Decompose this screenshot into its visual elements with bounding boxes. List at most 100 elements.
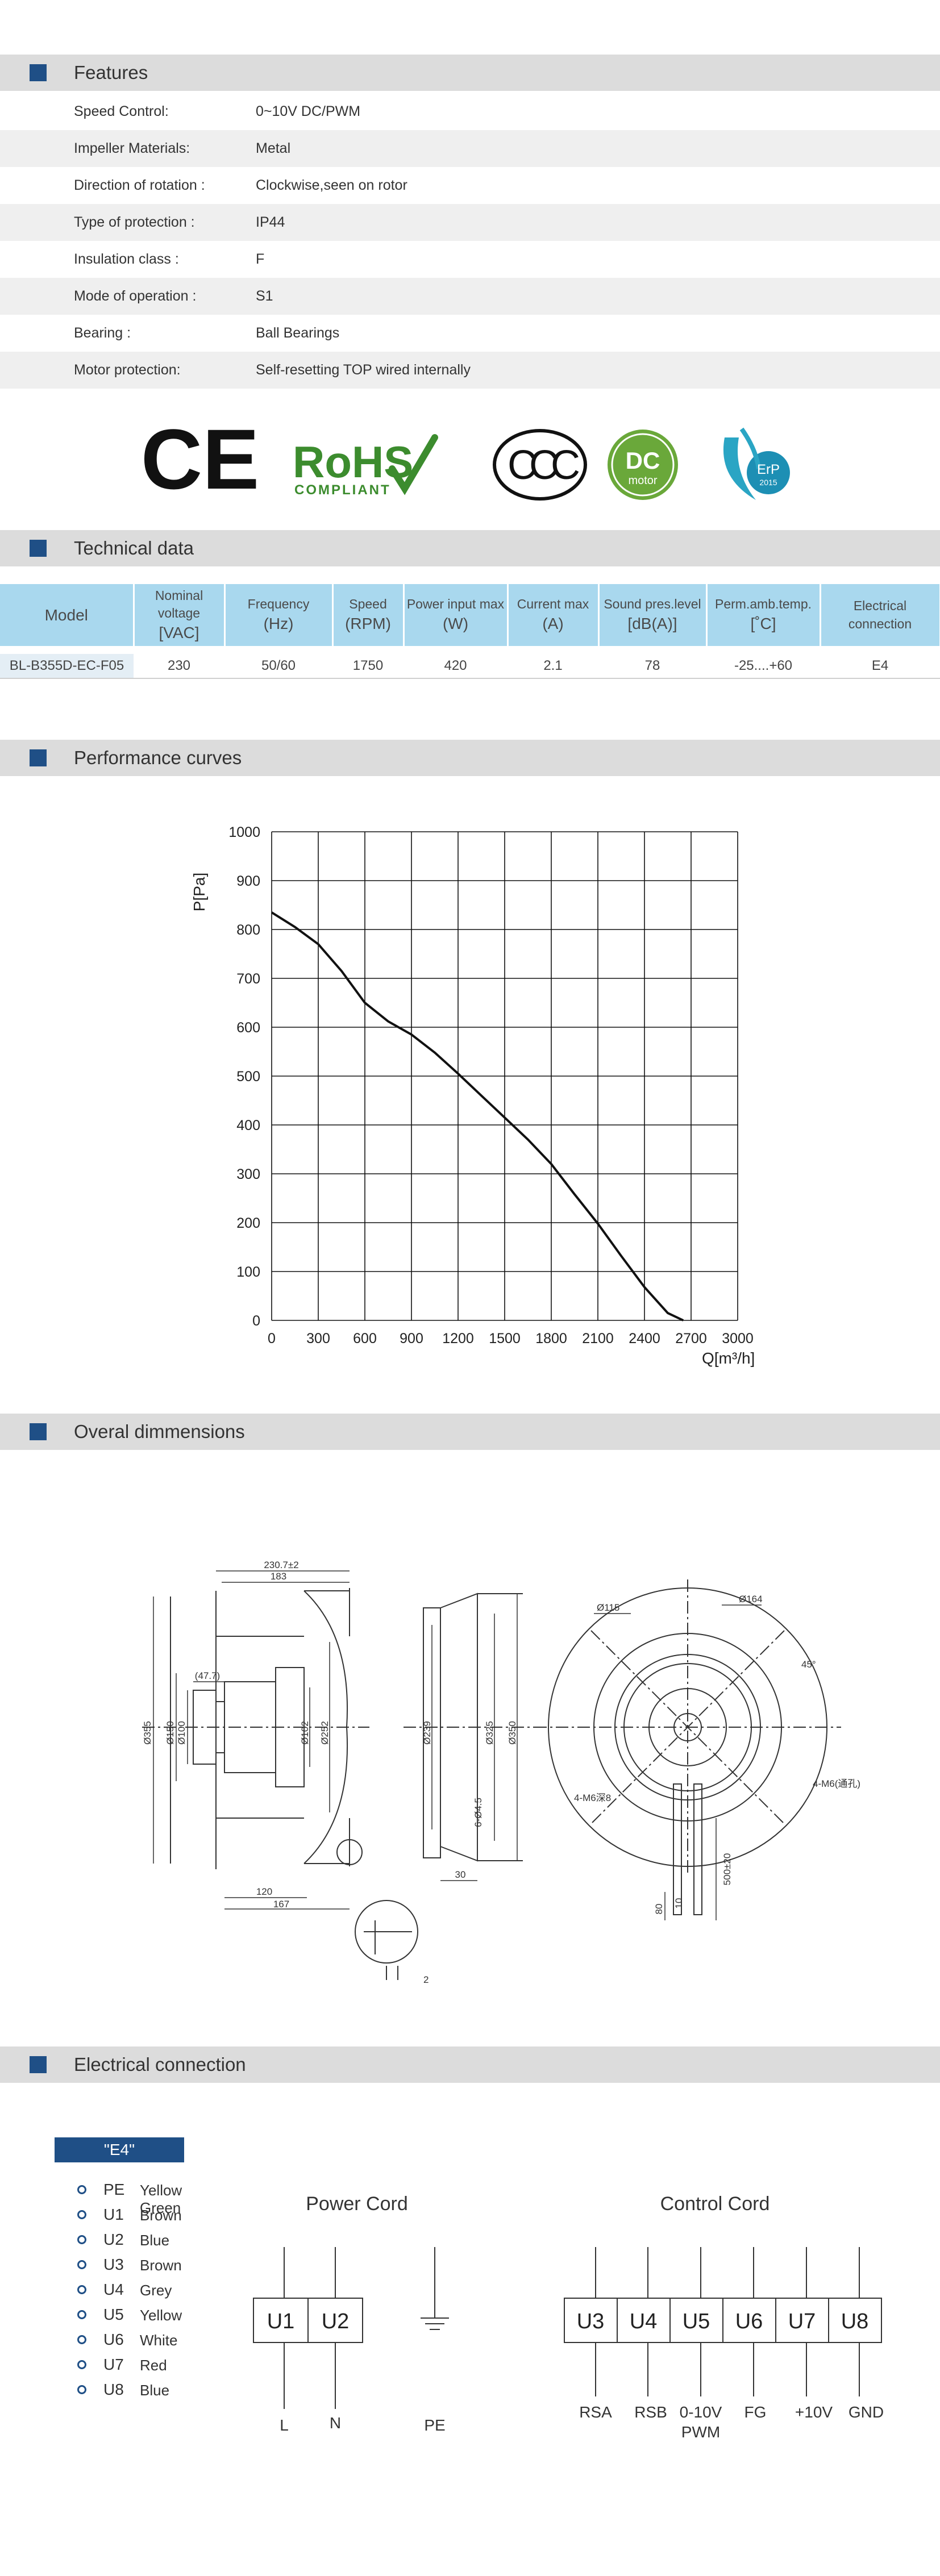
technical-title: Technical data [74, 537, 194, 558]
y-tick-label: 100 [236, 1264, 260, 1280]
y-axis-label: P[Pa] [190, 873, 208, 911]
electrical-title: Electrical connection [74, 2054, 246, 2075]
dim-label: 2 [423, 1974, 429, 1985]
feature-label: Type of protection : [74, 214, 195, 230]
section-marker-icon [30, 2056, 47, 2073]
x-tick-label: 300 [306, 1331, 330, 1347]
curves-header: Performance curves [0, 740, 940, 776]
y-tick-label: 200 [236, 1215, 260, 1231]
x-tick-label: 1800 [535, 1331, 567, 1347]
feature-value: IP44 [256, 214, 285, 230]
feature-row: Insulation class : F [0, 241, 940, 278]
feature-value: Metal [256, 140, 291, 156]
feature-value: Self-resetting TOP wired internally [256, 362, 471, 378]
x-tick-label: 3000 [722, 1331, 754, 1347]
x-tick-label: 600 [353, 1331, 377, 1347]
front-view-dims [594, 1604, 762, 1920]
dimension-drawing: 230.7±2 183 (47.7) Ø355 Ø150 Ø100 Ø102 Ø… [142, 1560, 860, 1985]
svg-text:DC: DC [626, 447, 660, 474]
feature-row: Speed Control: 0~10V DC/PWM [0, 93, 940, 130]
feature-label: Speed Control: [74, 103, 169, 119]
bullet-icon [77, 2310, 86, 2319]
feature-label: Mode of operation : [74, 288, 197, 304]
terminal-label: U1 [267, 2310, 295, 2333]
dim-label: 183 [271, 1571, 286, 1582]
dim-label: (47.7) [195, 1670, 220, 1681]
y-tick-label: 300 [236, 1166, 260, 1182]
electrical-header: Electrical connection [0, 2046, 940, 2083]
power-cord-title: Power Cord [306, 2193, 408, 2215]
wire-label: 0-10V [680, 2403, 722, 2421]
dim-label: Ø150 [165, 1721, 176, 1745]
side-view-dims [153, 1570, 350, 1910]
y-tick-label: 0 [252, 1313, 260, 1329]
control-cord-title: Control Cord [660, 2193, 770, 2215]
dim-label: 167 [273, 1899, 289, 1910]
dim-label: 230.7±2 [264, 1560, 298, 1570]
svg-text:RoHS: RoHS [293, 437, 413, 487]
dim-label: Ø164 [739, 1594, 763, 1604]
x-tick-label: 1500 [489, 1331, 521, 1347]
bullet-icon [77, 2335, 86, 2344]
wire-label: +10V [795, 2403, 833, 2421]
wire-label: FG [744, 2403, 767, 2421]
feature-label: Insulation class : [74, 251, 179, 267]
feature-label: Bearing : [74, 325, 131, 341]
feature-value: Ball Bearings [256, 325, 340, 341]
section-marker-icon [30, 1423, 47, 1440]
feature-value: Clockwise,seen on rotor [256, 177, 407, 193]
wire-label: PE [424, 2416, 445, 2434]
curve-points [271, 912, 684, 1321]
dimensions-title: Overal dimmensions [74, 1421, 245, 1442]
dim-label: 30 [455, 1869, 466, 1880]
rohs-icon: RoHS COMPLIANT [293, 434, 438, 498]
feature-row: Direction of rotation : Clockwise,seen o… [0, 167, 940, 204]
power-terminal-block [253, 2247, 435, 2409]
feature-row: Mode of operation : S1 [0, 278, 940, 315]
bullet-icon [77, 2360, 86, 2369]
svg-text:ErP: ErP [757, 462, 780, 477]
connection-badge: "E4" [55, 2137, 184, 2162]
table-header: Sound pres.level[dB(A)] [598, 584, 708, 650]
svg-text:CCC: CCC [508, 443, 579, 488]
feature-label: Direction of rotation : [74, 177, 205, 193]
chart-grid [271, 831, 738, 1321]
table-cell: 1750 [332, 646, 404, 679]
ground-icon [421, 2317, 449, 2330]
feature-row: Impeller Materials: Metal [0, 130, 940, 167]
table-header: Speed(RPM) [332, 584, 405, 650]
table-cell: E4 [820, 646, 940, 679]
terminal-label: U4 [630, 2310, 658, 2333]
section-marker-icon [30, 749, 47, 766]
y-tick-label: 800 [236, 922, 260, 938]
feature-row: Bearing : Ball Bearings [0, 315, 940, 352]
feature-value: 0~10V DC/PWM [256, 103, 361, 119]
certification-logos: CE RoHS COMPLIANT CCC DC motor ErP 2015 [141, 415, 790, 507]
x-tick-label: 0 [268, 1331, 276, 1347]
table-row: BL-B355D-EC-F05 230 50/60 1750 420 2.1 7… [0, 646, 940, 679]
technical-header: Technical data [0, 530, 940, 566]
table-header-row: Model Nominal voltage[VAC] Frequency(Hz)… [0, 584, 940, 650]
y-tick-label: 400 [236, 1118, 260, 1133]
dim-label: Ø102 [300, 1721, 310, 1745]
wire-label: L [280, 2416, 289, 2434]
svg-text:CE: CE [141, 415, 259, 507]
features-header: Features [0, 55, 940, 91]
x-tick-label: 2100 [582, 1331, 614, 1347]
ce-mark-icon: CE [141, 415, 259, 507]
table-cell-model: BL-B355D-EC-F05 [0, 646, 134, 679]
feature-label: Motor protection: [74, 362, 181, 378]
table-cell: 78 [598, 646, 706, 679]
terminal-label: U3 [577, 2310, 605, 2333]
wire-label: RSB [634, 2403, 667, 2421]
y-tick-label: 1000 [228, 824, 260, 840]
dim-label: Ø100 [176, 1721, 187, 1745]
bullet-icon [77, 2185, 86, 2194]
terminal-label: U5 [683, 2310, 710, 2333]
table-cell: 2.1 [508, 646, 598, 679]
wire-label: N [330, 2414, 341, 2432]
dim-label: 4-M6深8 [574, 1793, 611, 1803]
